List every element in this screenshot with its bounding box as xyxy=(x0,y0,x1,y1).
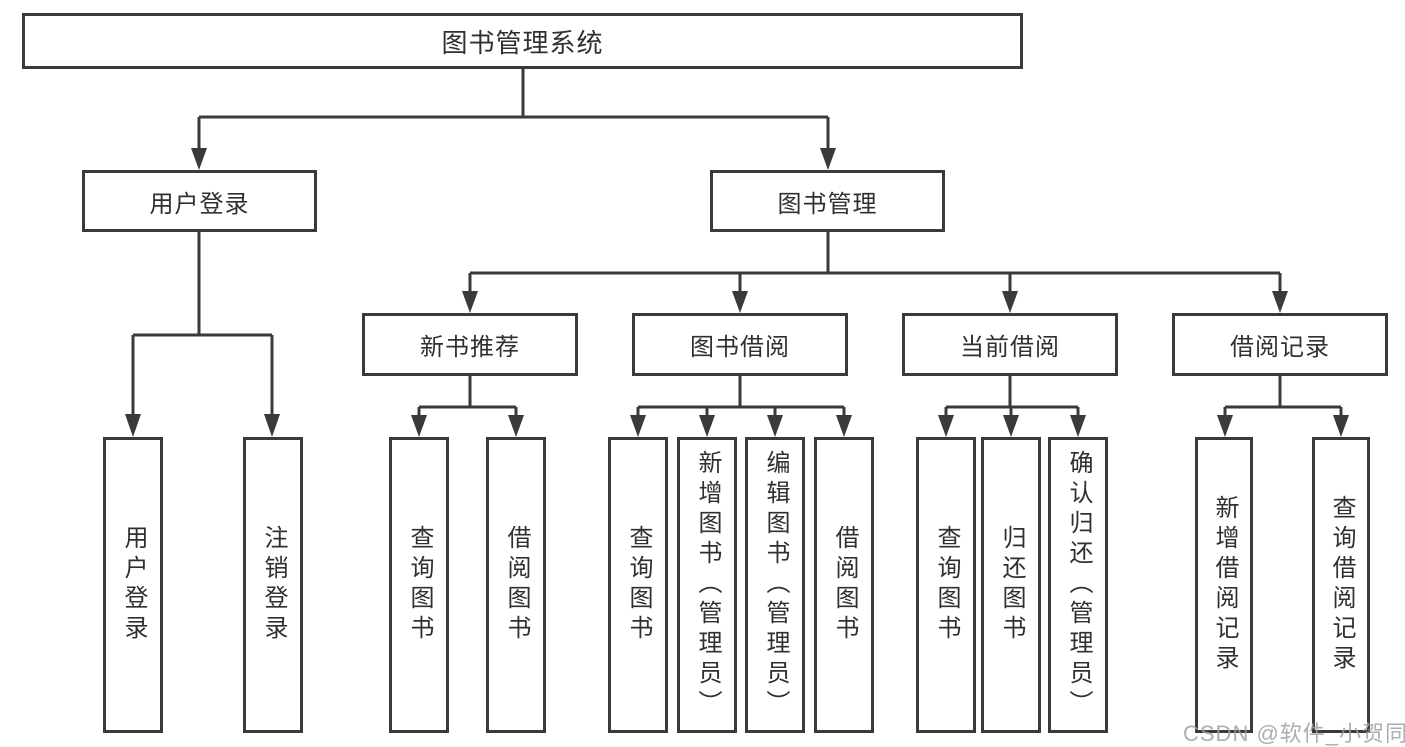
leaf-user-login: 用户登录 xyxy=(103,437,163,733)
leaf-logout: 注销登录 xyxy=(243,437,303,733)
leaf-label: 编辑图书（管理员） xyxy=(762,450,789,720)
leaf-query-borrow-record: 查询借阅记录 xyxy=(1312,437,1370,733)
node-user-login-branch: 用户登录 xyxy=(82,170,317,232)
leaf-label: 借阅图书 xyxy=(503,525,530,645)
leaf-label: 查询借阅记录 xyxy=(1328,495,1355,675)
csdn-watermark: CSDN @软件_小贺同学 xyxy=(1183,721,1405,746)
leaf-label: 查询图书 xyxy=(625,525,652,645)
arrowhead-icons xyxy=(125,148,1349,437)
leaf-query-books-borrow: 查询图书 xyxy=(608,437,668,733)
node-label: 当前借阅 xyxy=(960,334,1060,361)
node-label: 借阅记录 xyxy=(1230,334,1330,361)
leaf-label: 注销登录 xyxy=(260,525,287,645)
leaf-label: 查询图书 xyxy=(933,525,960,645)
leaf-label: 归还图书 xyxy=(998,525,1025,645)
node-new-book-recommend: 新书推荐 xyxy=(362,313,578,376)
leaf-label: 用户登录 xyxy=(120,525,147,645)
leaf-label: 借阅图书 xyxy=(831,525,858,645)
leaf-label: 新增图书（管理员） xyxy=(694,450,721,720)
leaf-confirm-return-admin: 确认归还（管理员） xyxy=(1048,437,1108,733)
leaf-edit-books-admin: 编辑图书（管理员） xyxy=(745,437,805,733)
leaf-borrow-books-recommend: 借阅图书 xyxy=(486,437,546,733)
leaf-add-borrow-record: 新增借阅记录 xyxy=(1195,437,1253,733)
node-label: 新书推荐 xyxy=(420,334,520,361)
leaf-label: 新增借阅记录 xyxy=(1211,495,1238,675)
node-book-borrow: 图书借阅 xyxy=(632,313,848,376)
node-book-management-branch: 图书管理 xyxy=(710,170,945,232)
node-label: 图书管理 xyxy=(777,190,878,218)
leaf-label: 确认归还（管理员） xyxy=(1065,450,1092,720)
leaf-query-books-current: 查询图书 xyxy=(916,437,976,733)
leaf-label: 查询图书 xyxy=(406,525,433,645)
node-current-borrow: 当前借阅 xyxy=(902,313,1118,376)
leaf-add-books-admin: 新增图书（管理员） xyxy=(677,437,737,733)
leaf-borrow-books: 借阅图书 xyxy=(814,437,874,733)
leaf-return-books: 归还图书 xyxy=(981,437,1041,733)
node-label: 用户登录 xyxy=(149,190,250,218)
node-root-system: 图书管理系统 xyxy=(22,13,1023,69)
node-borrow-records: 借阅记录 xyxy=(1172,313,1388,376)
leaf-query-books-recommend: 查询图书 xyxy=(389,437,449,733)
node-root-label: 图书管理系统 xyxy=(441,27,604,58)
node-label: 图书借阅 xyxy=(690,334,790,361)
